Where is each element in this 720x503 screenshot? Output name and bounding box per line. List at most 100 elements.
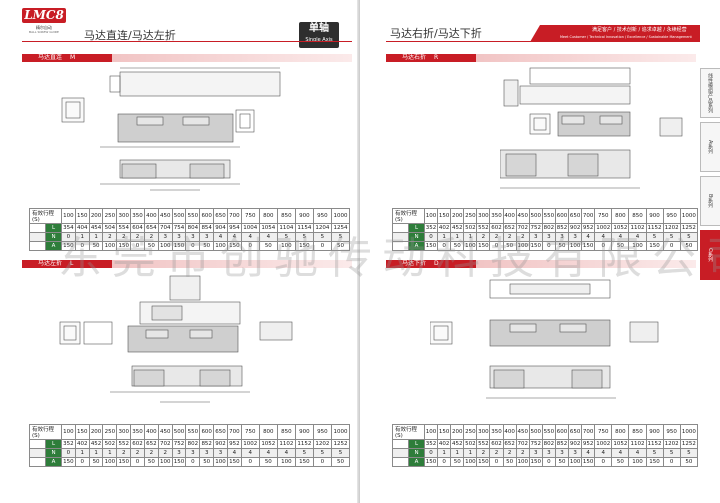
value-cell: 904	[213, 223, 228, 233]
stroke-cell: 650	[568, 424, 583, 440]
value-cell: 150	[476, 457, 491, 467]
stroke-cell: 550	[541, 424, 556, 440]
stroke-cell: 250	[463, 424, 478, 440]
stroke-cell: 600	[199, 424, 215, 440]
single-axis-badge: 单轴 Single Axis	[299, 22, 339, 48]
stroke-cell: 900	[294, 208, 314, 224]
row-label: L	[45, 223, 62, 233]
stroke-cell: 750	[594, 208, 613, 224]
value-cell: 0	[489, 457, 504, 467]
value-cell: 552	[476, 439, 491, 449]
value-cell: 5	[330, 448, 351, 458]
stroke-cell: 500	[171, 208, 187, 224]
value-cell: 4	[226, 448, 242, 458]
technical-drawing-svg	[61, 67, 281, 191]
technical-drawing-svg	[430, 279, 659, 399]
value-cell: 602	[489, 439, 504, 449]
value-cell: 0	[541, 457, 556, 467]
stroke-cell: 200	[88, 208, 104, 224]
value-cell: 50	[258, 241, 278, 251]
value-cell: 1	[74, 232, 90, 242]
value-cell: 652	[143, 439, 159, 449]
value-cell: 50	[611, 457, 630, 467]
slogan-banner: 满足客户 / 技术创新 / 追求卓越 / 永续经营 Meet Customer …	[530, 25, 700, 42]
side-tab-b-series[interactable]: B系列	[700, 176, 720, 226]
stroke-header: 有效行程(S)	[29, 424, 62, 440]
corner-cell	[29, 241, 46, 251]
value-cell: 150	[61, 241, 76, 251]
stroke-cell: 150	[74, 424, 90, 440]
value-cell: 952	[581, 439, 596, 449]
value-cell: 4	[594, 448, 613, 458]
value-cell: 2	[515, 448, 530, 458]
value-cell: 2	[130, 232, 145, 242]
corner-cell	[29, 448, 46, 458]
row-label: L	[408, 223, 425, 233]
value-cell: 1	[437, 448, 452, 458]
left-page: LMC8 精尔自动 BALL SCREW GUIDE 马达直连/马达左折 单轴 …	[22, 8, 352, 467]
value-cell: 604	[130, 223, 145, 233]
value-cell: 802	[541, 439, 556, 449]
value-cell: 402	[437, 439, 452, 449]
stroke-cell: 350	[489, 208, 504, 224]
value-cell: 2	[476, 232, 491, 242]
page-title-right: 马达右折/马达下折	[390, 27, 482, 40]
value-cell: 1	[437, 232, 452, 242]
section-code: R	[434, 54, 439, 61]
stroke-cell: 950	[312, 424, 332, 440]
row-label: N	[408, 448, 425, 458]
value-cell: 1202	[312, 439, 332, 449]
side-tab-product-series[interactable]: 线性模组产品系列	[700, 68, 720, 118]
value-cell: 1004	[240, 223, 260, 233]
stroke-header: 有效行程(S)	[392, 424, 425, 440]
value-cell: 150	[528, 241, 543, 251]
value-cell: 50	[502, 457, 517, 467]
value-cell: 1	[463, 448, 478, 458]
technical-drawing-svg	[500, 67, 683, 189]
value-cell: 652	[502, 439, 517, 449]
stroke-cell: 150	[74, 208, 90, 224]
value-cell: 100	[515, 241, 530, 251]
value-cell: 702	[157, 439, 173, 449]
value-cell: 100	[628, 457, 647, 467]
value-cell: 0	[662, 241, 681, 251]
technical-drawing-svg	[59, 275, 293, 403]
value-cell: 452	[450, 439, 465, 449]
value-cell: 2	[116, 448, 132, 458]
stroke-cell: 250	[102, 208, 118, 224]
value-cell: 1	[450, 448, 465, 458]
value-cell: 150	[226, 457, 242, 467]
stroke-cell: 850	[276, 424, 296, 440]
value-cell: 5	[276, 232, 296, 242]
value-cell: 5	[312, 232, 332, 242]
value-cell: 404	[74, 223, 90, 233]
value-cell: 502	[463, 439, 478, 449]
section-label: 马达直连	[38, 54, 63, 61]
right-page: 马达右折/马达下折 满足客户 / 技术创新 / 追求卓越 / 永续经营 Meet…	[360, 0, 720, 503]
side-tab-c-series[interactable]: C系列	[700, 230, 720, 280]
row-label: L	[45, 439, 62, 449]
value-cell: 1	[450, 232, 465, 242]
value-cell: 2	[157, 448, 173, 458]
value-cell: 50	[502, 241, 517, 251]
stroke-cell: 500	[171, 424, 187, 440]
stroke-cell: 350	[130, 424, 145, 440]
side-tab-a-series[interactable]: A系列	[700, 122, 720, 172]
value-cell: 752	[171, 439, 187, 449]
value-cell: 2	[502, 232, 517, 242]
value-cell: 1052	[611, 439, 630, 449]
value-cell: 3	[213, 448, 228, 458]
stroke-cell: 650	[213, 208, 228, 224]
value-cell: 150	[476, 241, 491, 251]
stroke-cell: 900	[645, 424, 664, 440]
corner-cell	[29, 232, 46, 242]
corner-cell	[392, 448, 409, 458]
value-cell: 2	[143, 448, 159, 458]
value-cell: 5	[312, 448, 332, 458]
value-cell: 100	[213, 241, 228, 251]
